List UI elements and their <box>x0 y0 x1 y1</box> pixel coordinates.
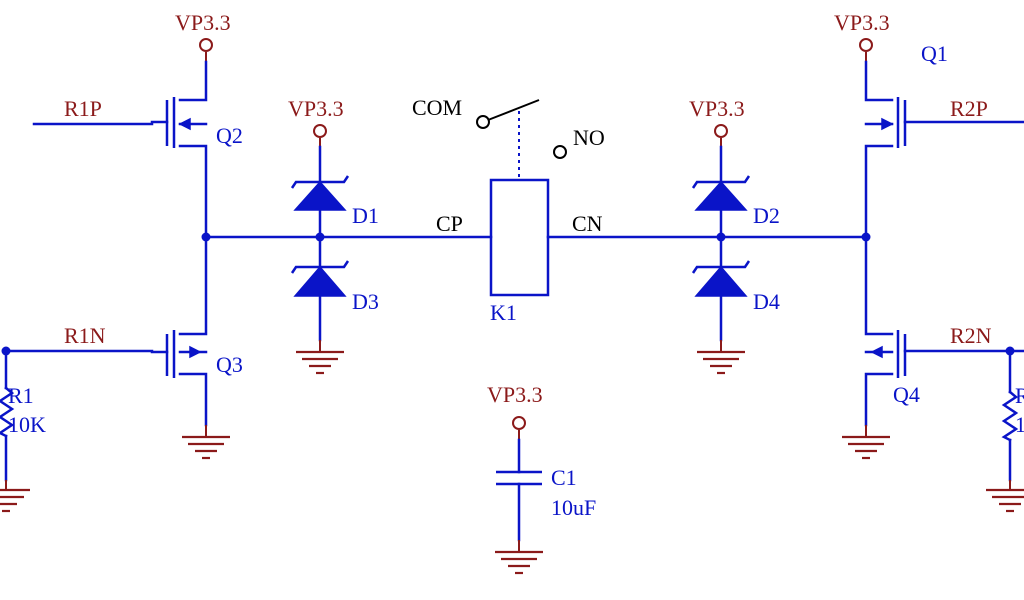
d4-designator: D4 <box>753 289 780 314</box>
q4-nmos-transistor <box>864 235 907 427</box>
k1-switch <box>476 99 567 180</box>
q4-designator: Q4 <box>893 382 920 407</box>
com-terminal <box>476 115 490 129</box>
cn-net-label: CN <box>572 211 603 236</box>
q3-nmos-transistor <box>165 235 208 427</box>
d2-power-connector <box>714 124 728 147</box>
r2-designator-partial: R <box>1015 383 1024 408</box>
d4-diode <box>691 235 751 342</box>
q3-ground <box>180 425 232 460</box>
k1-designator: K1 <box>490 300 517 325</box>
q1-designator: Q1 <box>921 41 948 66</box>
c1-supply-label: VP3.3 <box>487 382 543 407</box>
q3-designator: Q3 <box>216 352 243 377</box>
q2-pmos-transistor <box>165 60 208 239</box>
r1-value: 10K <box>8 412 46 437</box>
c1-value: 10uF <box>551 495 596 520</box>
q2-designator: Q2 <box>216 123 243 148</box>
d4-ground <box>695 340 747 375</box>
r2-ground <box>984 480 1024 513</box>
q2-power-connector <box>199 38 213 62</box>
q1-supply-label: VP3.3 <box>834 10 890 35</box>
com-label: COM <box>412 95 462 120</box>
r2n-net-label: R2N <box>950 323 992 348</box>
d1-supply-label: VP3.3 <box>288 96 344 121</box>
c1-capacitor <box>496 438 542 542</box>
q1-power-connector <box>859 38 873 62</box>
r2-value-partial: 1 <box>1015 412 1024 437</box>
r1-designator: R1 <box>8 383 34 408</box>
cn-wire <box>546 232 871 242</box>
d2-designator: D2 <box>753 203 780 228</box>
c1-designator: C1 <box>551 465 577 490</box>
d3-designator: D3 <box>352 289 379 314</box>
r1p-wire <box>32 120 169 126</box>
d2-diode <box>691 145 751 239</box>
no-terminal <box>553 145 567 159</box>
q1-pmos-transistor <box>864 60 907 239</box>
c1-ground <box>493 540 545 575</box>
d3-diode <box>290 235 350 342</box>
c1-power-connector <box>512 416 526 440</box>
r1-resistor <box>0 349 15 482</box>
d1-diode <box>290 145 350 239</box>
cp-net-label: CP <box>436 211 463 236</box>
q2-supply-label: VP3.3 <box>175 10 231 35</box>
d1-designator: D1 <box>352 203 379 228</box>
r2-resistor <box>1001 349 1019 482</box>
r1p-net-label: R1P <box>64 96 102 121</box>
no-label: NO <box>573 125 605 150</box>
k1-relay-coil <box>489 178 550 297</box>
d1-power-connector <box>313 124 327 147</box>
r1-ground <box>0 480 32 513</box>
d3-ground <box>294 340 346 375</box>
r1n-net-label: R1N <box>64 323 106 348</box>
q2-q3-junction <box>201 232 211 242</box>
q4-ground <box>840 425 892 460</box>
r2p-net-label: R2P <box>950 96 988 121</box>
d2-supply-label: VP3.3 <box>689 96 745 121</box>
